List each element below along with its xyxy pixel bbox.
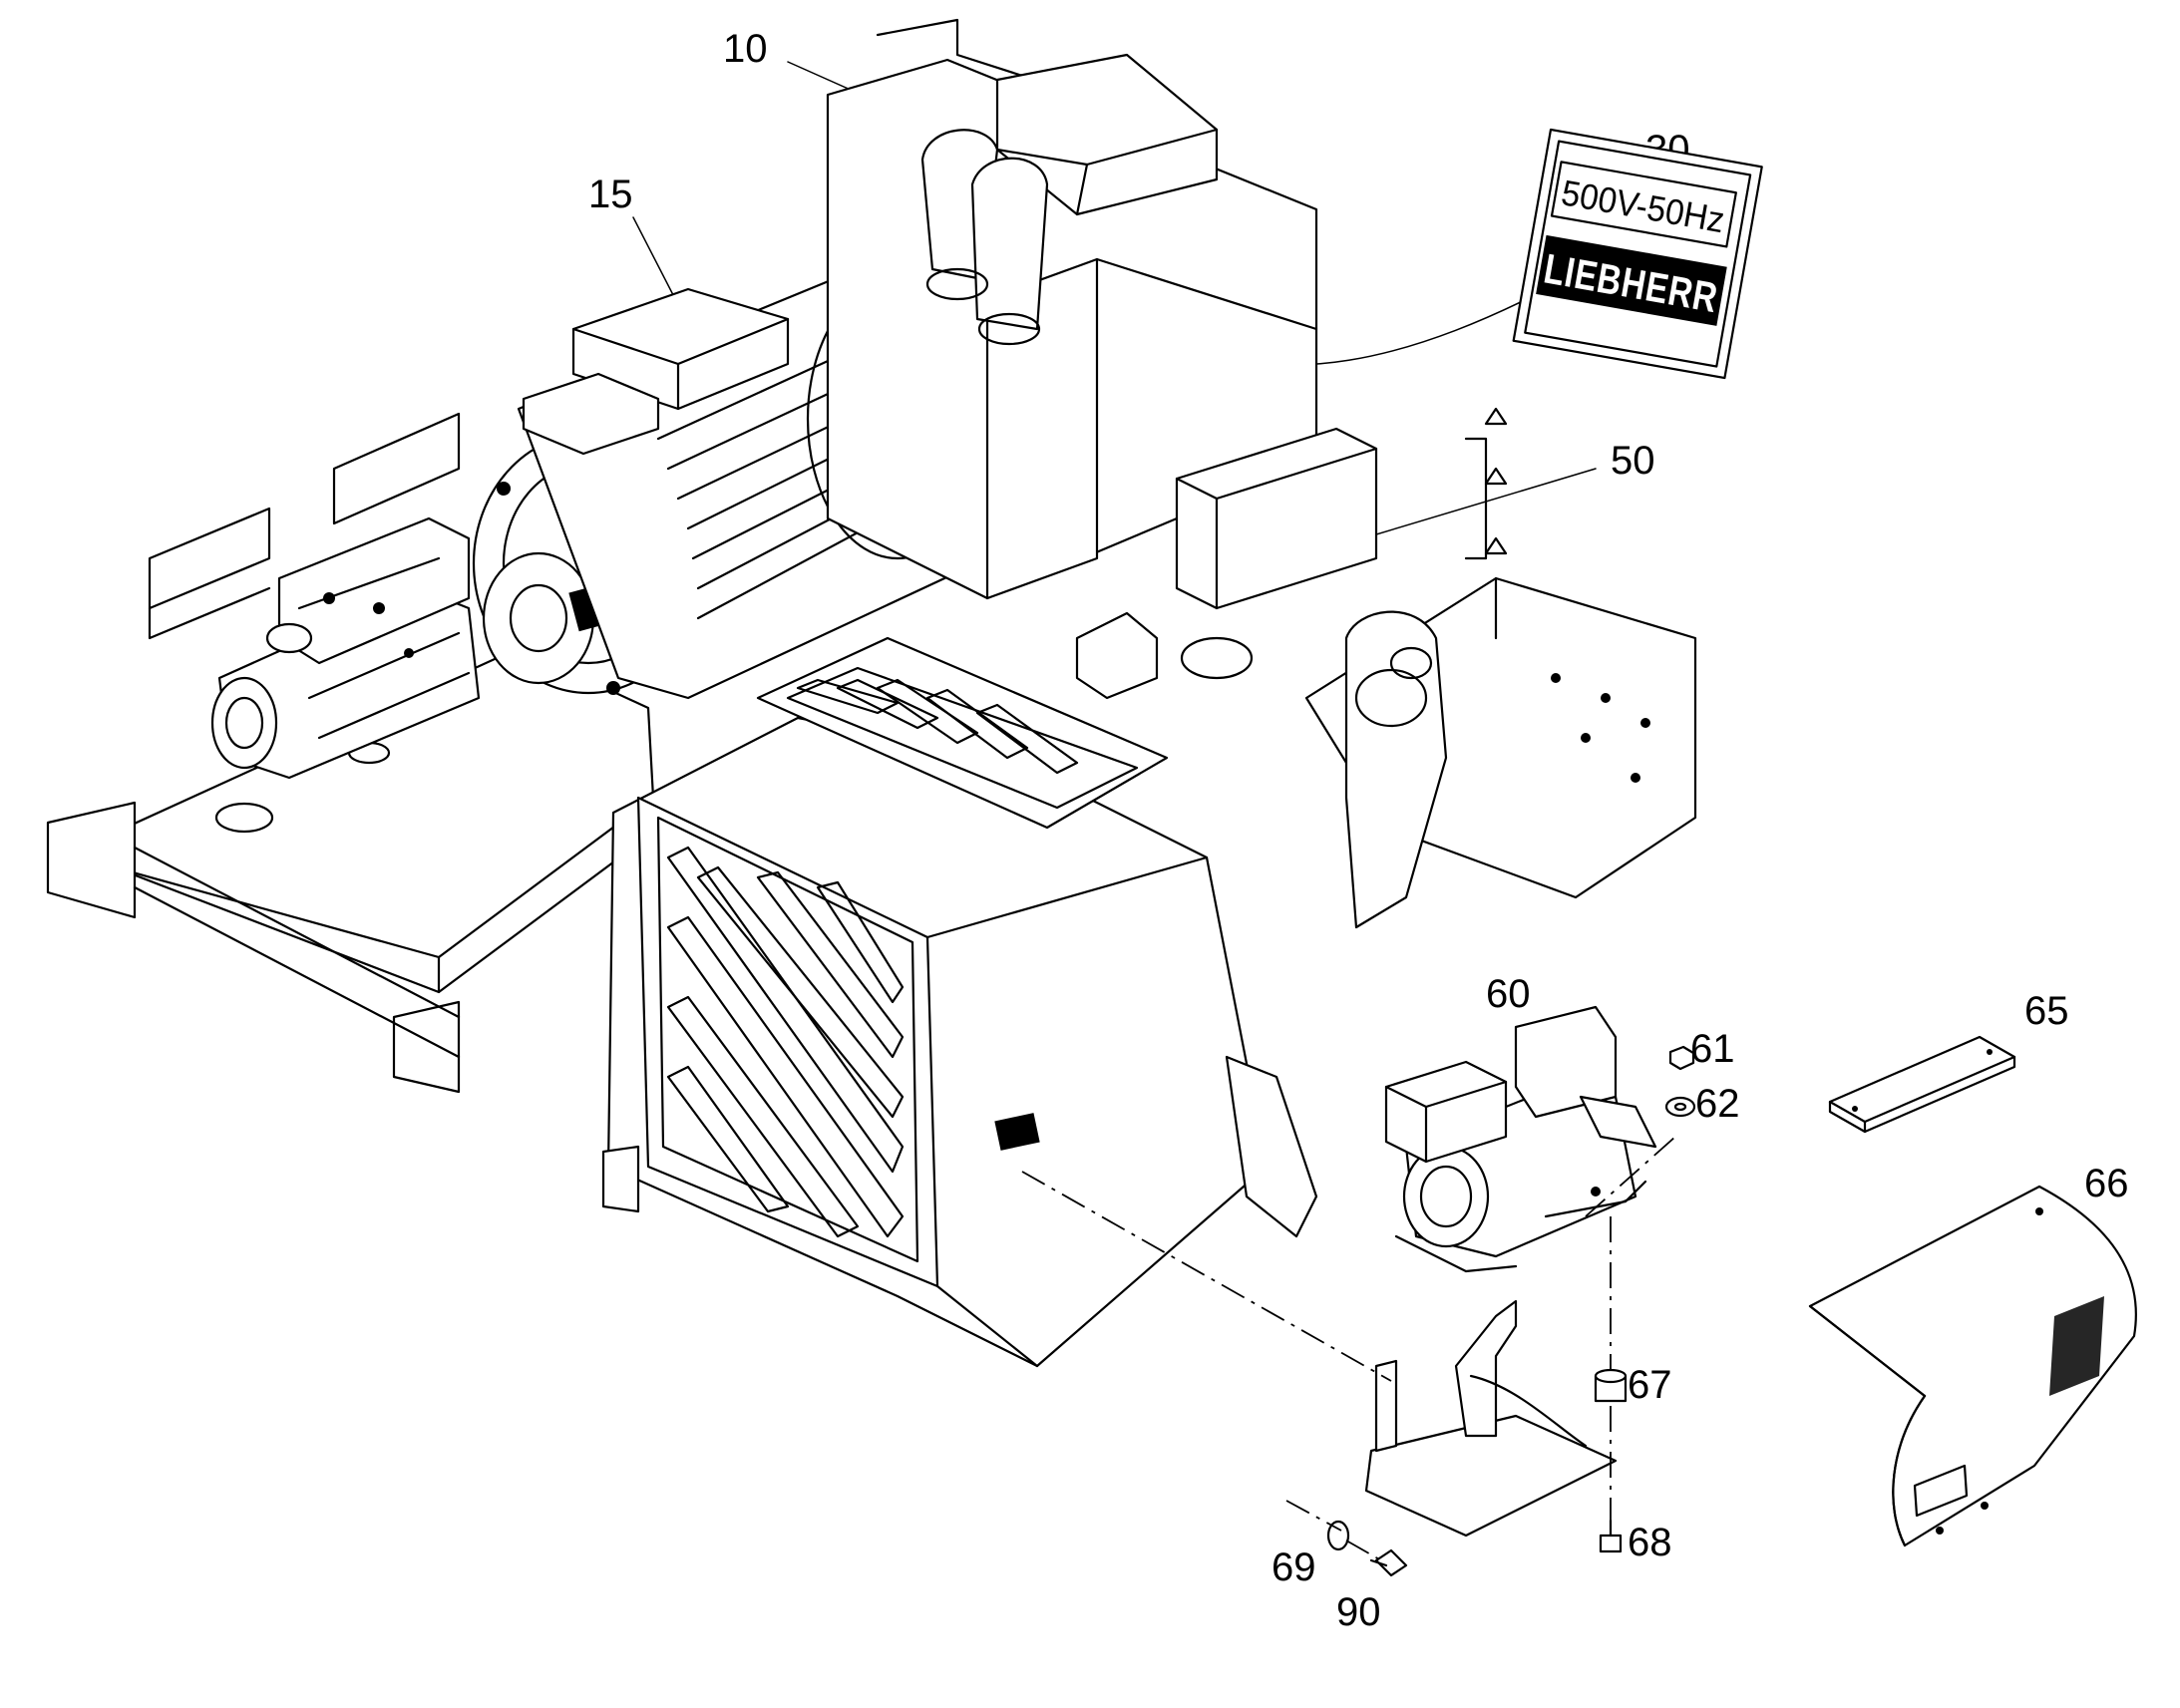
- washer-61: [1326, 1520, 1350, 1551]
- callout-50: 66: [2084, 1162, 2129, 1205]
- callout-62: 90: [1336, 1590, 1381, 1634]
- mount-68: [1594, 1368, 1628, 1403]
- callout-15: 50: [1611, 439, 1655, 483]
- control-box-15: [1075, 427, 1378, 700]
- uppercarriage-frame: [1304, 407, 1697, 929]
- assembly-lines: [1021, 1136, 1676, 1561]
- engine-frame-30: [826, 18, 1318, 600]
- radiator-housing: [601, 636, 1318, 1368]
- bolt-62: [1369, 1548, 1408, 1577]
- mounting-bracket: [1364, 1299, 1618, 1537]
- washer-66: [1664, 1096, 1696, 1118]
- callout-69: 68: [1628, 1521, 1672, 1564]
- nameplate-90: 500V-50Hz LIEBHERR: [1512, 128, 1763, 380]
- callout-67: 61: [1690, 1027, 1735, 1071]
- pump-unit-65: [1384, 1005, 1657, 1273]
- bolt-69: [1599, 1519, 1623, 1553]
- callout-labels: 10 15 30 50 60 61 62 65 66 67 68 69 90: [588, 27, 2129, 1634]
- callout-66: 62: [1695, 1082, 1740, 1126]
- callout-60: 65: [2024, 989, 2069, 1033]
- callout-61: 69: [1272, 1545, 1316, 1589]
- hydraulic-pump: [210, 516, 481, 780]
- cover-plate-60: [1828, 1035, 2016, 1134]
- callout-65: 60: [1486, 972, 1531, 1016]
- callout-10: 15: [588, 172, 633, 216]
- callout-68: 67: [1628, 1363, 1672, 1407]
- side-cover-50: [1808, 1185, 2137, 1547]
- nut-67: [1668, 1045, 1695, 1071]
- callout-30: 10: [723, 27, 768, 71]
